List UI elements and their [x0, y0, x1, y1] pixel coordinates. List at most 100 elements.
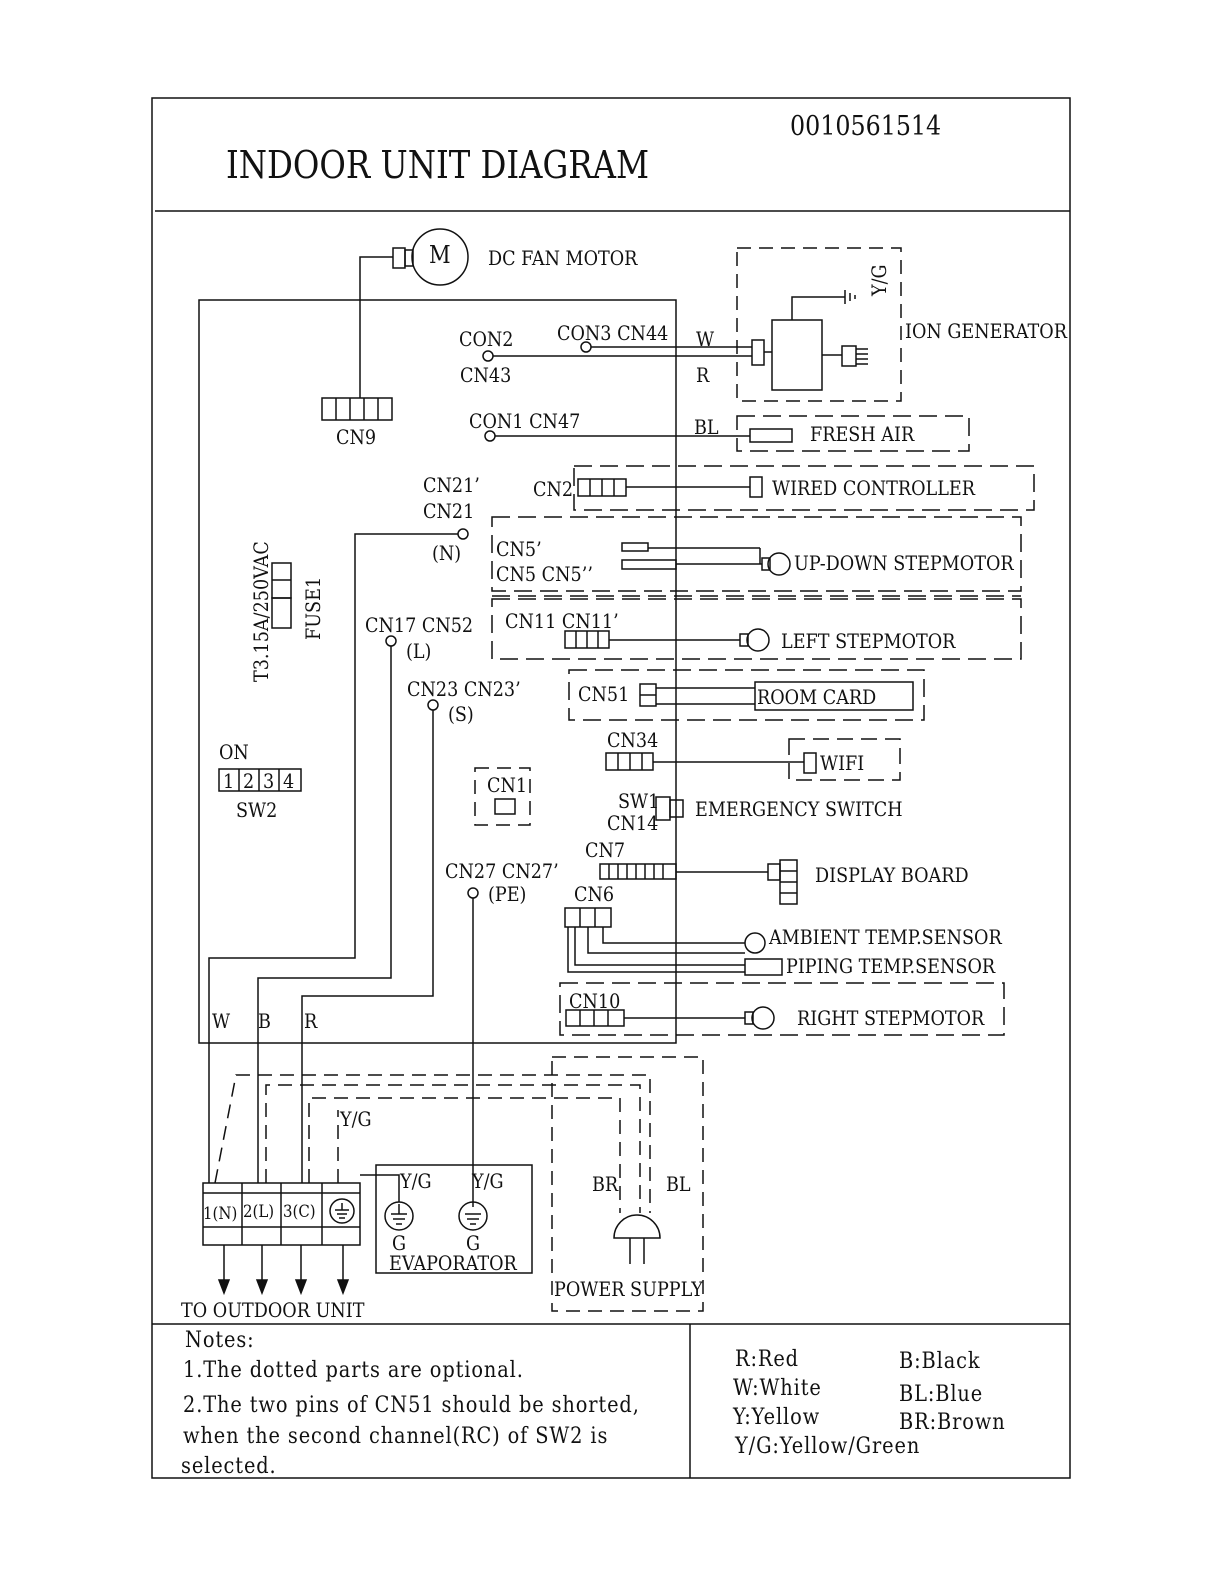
- power-plug-symbol: [613, 1214, 661, 1264]
- fuse-rating-label: T3.15A/250VAC: [249, 541, 273, 682]
- terminal-block: [202, 1182, 361, 1246]
- wire-r-main-label: R: [304, 1009, 318, 1033]
- dc-fan-motor-symbol: [359, 228, 469, 398]
- legend-black: B:Black: [899, 1349, 981, 1374]
- cn1-box: [474, 767, 531, 826]
- br-wire-label: BR: [592, 1172, 619, 1196]
- ion-yg-label: Y/G: [867, 264, 891, 296]
- cn7-connector: [599, 863, 677, 880]
- wifi-box: [788, 738, 901, 781]
- note-2-line-2: when the second channel(RC) of SW2 is: [183, 1424, 609, 1449]
- fuse1-symbol: [271, 562, 292, 629]
- evaporator-box: [375, 1164, 533, 1274]
- pe-label: (PE): [488, 882, 527, 906]
- cn14-label: CN14: [607, 811, 659, 835]
- ion-generator-label: ION GENERATOR: [905, 319, 1067, 343]
- piping-temp-sensor-label: PIPING TEMP.SENSOR: [786, 954, 996, 978]
- sw2-key-3: 3: [263, 769, 275, 793]
- wifi-label: WIFI: [820, 751, 865, 775]
- sw2-label: SW2: [236, 798, 278, 822]
- cn43-label: CN43: [460, 363, 512, 387]
- sw2-key-1: 1: [223, 769, 235, 793]
- cn6-label: CN6: [574, 882, 615, 906]
- dc-fan-motor-label: DC FAN MOTOR: [488, 246, 638, 270]
- right-stepmotor-box: [559, 982, 1005, 1036]
- legend-yellow: Y:Yellow: [733, 1405, 821, 1430]
- fuse1-label: FUSE1: [301, 576, 325, 640]
- cn21p-label: CN21’: [423, 473, 480, 497]
- cn23-cn23p-label: CN23 CN23’: [407, 677, 521, 701]
- right-stepmotor-label: RIGHT STEPMOTOR: [797, 1006, 985, 1030]
- terminal-2-label: 2(L): [243, 1202, 275, 1222]
- cn17-cn52-label: CN17 CN52: [365, 613, 474, 637]
- cn17-terminal: [385, 635, 397, 647]
- up-down-stepmotor-box: [491, 516, 1022, 592]
- sw2-on-label: ON: [219, 740, 249, 764]
- n-label: (N): [432, 541, 462, 565]
- wired-controller-label: WIRED CONTROLLER: [772, 476, 976, 500]
- sw2-key-4: 4: [283, 769, 295, 793]
- ground-g-label-2: G: [466, 1231, 481, 1255]
- ion-generator-symbol: [736, 247, 902, 402]
- legend-brown: BR:Brown: [899, 1410, 1006, 1435]
- page-frame: [151, 97, 1071, 1479]
- evaporator-yg-label-2: Y/G: [472, 1169, 504, 1193]
- fresh-air-box: [736, 415, 970, 452]
- power-supply-box: [551, 1056, 704, 1312]
- wire-bl-label: BL: [694, 415, 719, 439]
- ambient-sensor-symbol: [744, 932, 766, 954]
- sw2-key-2: 2: [243, 769, 255, 793]
- cn7-label: CN7: [585, 838, 626, 862]
- cn27-terminal: [467, 887, 479, 899]
- cn21-label: CN21: [423, 499, 475, 523]
- sw2-dip-switch: [218, 768, 302, 792]
- ground-g-label-1: G: [392, 1231, 407, 1255]
- cn6-connector: [564, 907, 612, 928]
- room-card-label: ROOM CARD: [757, 685, 877, 709]
- left-stepmotor-label: LEFT STEPMOTOR: [781, 629, 956, 653]
- outdoor-arrows: [217, 1245, 350, 1296]
- con1-cn47-label: CON1 CN47: [469, 409, 581, 433]
- legend-white: W:White: [733, 1376, 822, 1401]
- cn1-label: CN1: [487, 773, 528, 797]
- to-outdoor-unit-label: TO OUTDOOR UNIT: [181, 1298, 365, 1322]
- legend-red: R:Red: [735, 1347, 799, 1372]
- wired-controller-box: [573, 465, 1035, 511]
- display-board-label: DISPLAY BOARD: [815, 863, 969, 887]
- wire-b-main-label: B: [258, 1009, 271, 1033]
- power-supply-label: POWER SUPPLY: [554, 1277, 703, 1301]
- con2-terminal: [482, 350, 494, 362]
- ambient-temp-sensor-label: AMBIENT TEMP.SENSOR: [769, 925, 1002, 949]
- up-down-stepmotor-label: UP-DOWN STEPMOTOR: [794, 551, 1014, 575]
- left-stepmotor-box: [491, 598, 1022, 660]
- cn2-label: CN2: [533, 477, 574, 501]
- legend-blue: BL:Blue: [899, 1382, 984, 1407]
- cn21-terminal: [457, 528, 469, 540]
- cn9-label: CN9: [336, 425, 377, 449]
- bl-wire-label: BL: [666, 1172, 691, 1196]
- emergency-switch-label: EMERGENCY SWITCH: [695, 797, 903, 821]
- piping-sensor-symbol: [744, 958, 783, 976]
- sw1-label: SW1: [618, 789, 660, 813]
- cn11-cn11p-label: CN11 CN11’: [505, 609, 619, 633]
- cn27-cn27p-label: CN27 CN27’: [445, 859, 559, 883]
- note-2-line-1: 2.The two pins of CN51 should be shorted…: [183, 1393, 640, 1418]
- cn5-cn5pp-label: CN5 CN5’’: [496, 562, 593, 586]
- wire-r-label: R: [696, 363, 710, 387]
- cn51-label: CN51: [578, 682, 630, 706]
- main-board-outline: [198, 299, 677, 1044]
- legend-yellow-green: Y/G:Yellow/Green: [735, 1434, 921, 1459]
- page-title: INDOOR UNIT DIAGRAM: [226, 143, 650, 187]
- notes-heading: Notes:: [185, 1328, 255, 1353]
- cn10-label: CN10: [569, 989, 621, 1013]
- room-card-box: [568, 669, 925, 721]
- note-2-line-3: selected.: [181, 1454, 277, 1479]
- wire-w-label: W: [696, 327, 715, 351]
- s-label: (S): [448, 702, 474, 726]
- motor-m-label: M: [429, 241, 451, 269]
- document-number: 0010561514: [790, 111, 942, 142]
- l-label: (L): [406, 639, 432, 663]
- evaporator-label: EVAPORATOR: [389, 1251, 517, 1275]
- ground-symbol-2: [458, 1201, 488, 1231]
